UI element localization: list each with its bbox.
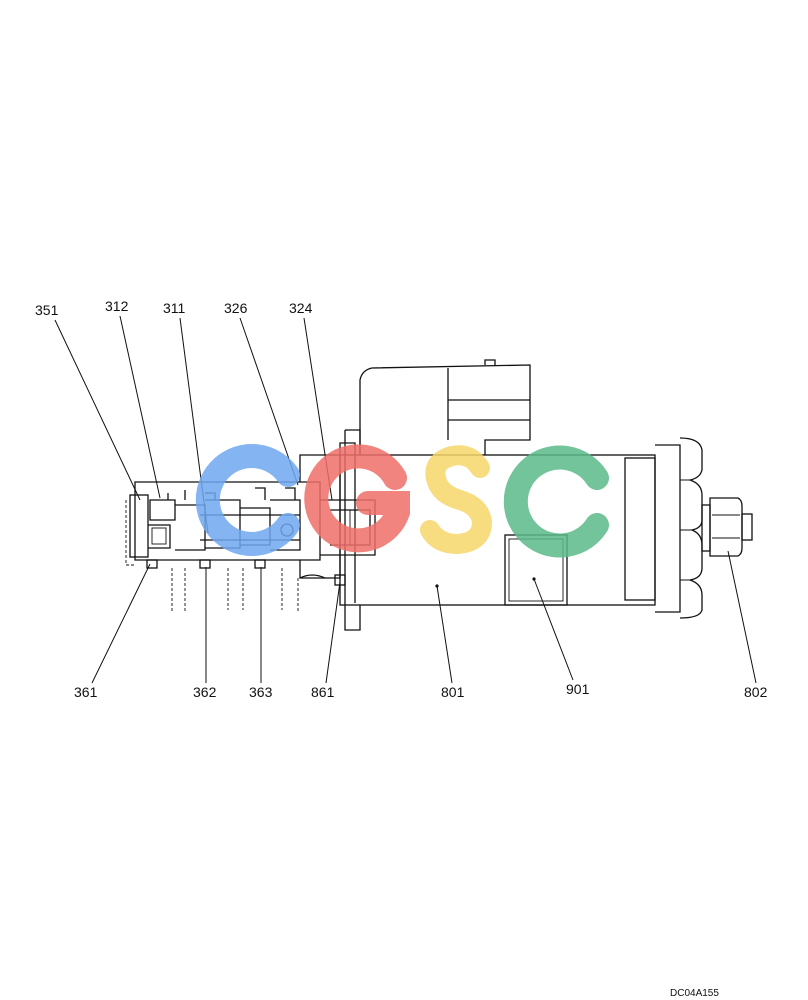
label-363: 363 <box>249 684 273 700</box>
watermark-letter-c2 <box>503 445 609 558</box>
label-324: 324 <box>289 300 313 316</box>
label-362: 362 <box>193 684 217 700</box>
label-351: 351 <box>35 302 59 318</box>
label-801: 801 <box>441 684 465 700</box>
valve-body <box>125 454 376 612</box>
label-361: 361 <box>74 684 98 700</box>
label-861: 861 <box>311 684 335 700</box>
leader-lines <box>54 315 757 684</box>
watermark-letter-c1 <box>195 444 300 556</box>
label-901: 901 <box>566 681 590 697</box>
watermark-logo <box>195 444 609 558</box>
drawing-code: DC04A155 <box>670 988 719 999</box>
watermark-letter-g <box>304 444 410 553</box>
label-311: 311 <box>163 300 186 316</box>
label-312: 312 <box>105 298 129 314</box>
label-326: 326 <box>224 300 248 316</box>
lock-nut-802 <box>679 437 753 619</box>
label-802: 802 <box>744 684 768 700</box>
watermark-letter-s <box>420 445 493 555</box>
